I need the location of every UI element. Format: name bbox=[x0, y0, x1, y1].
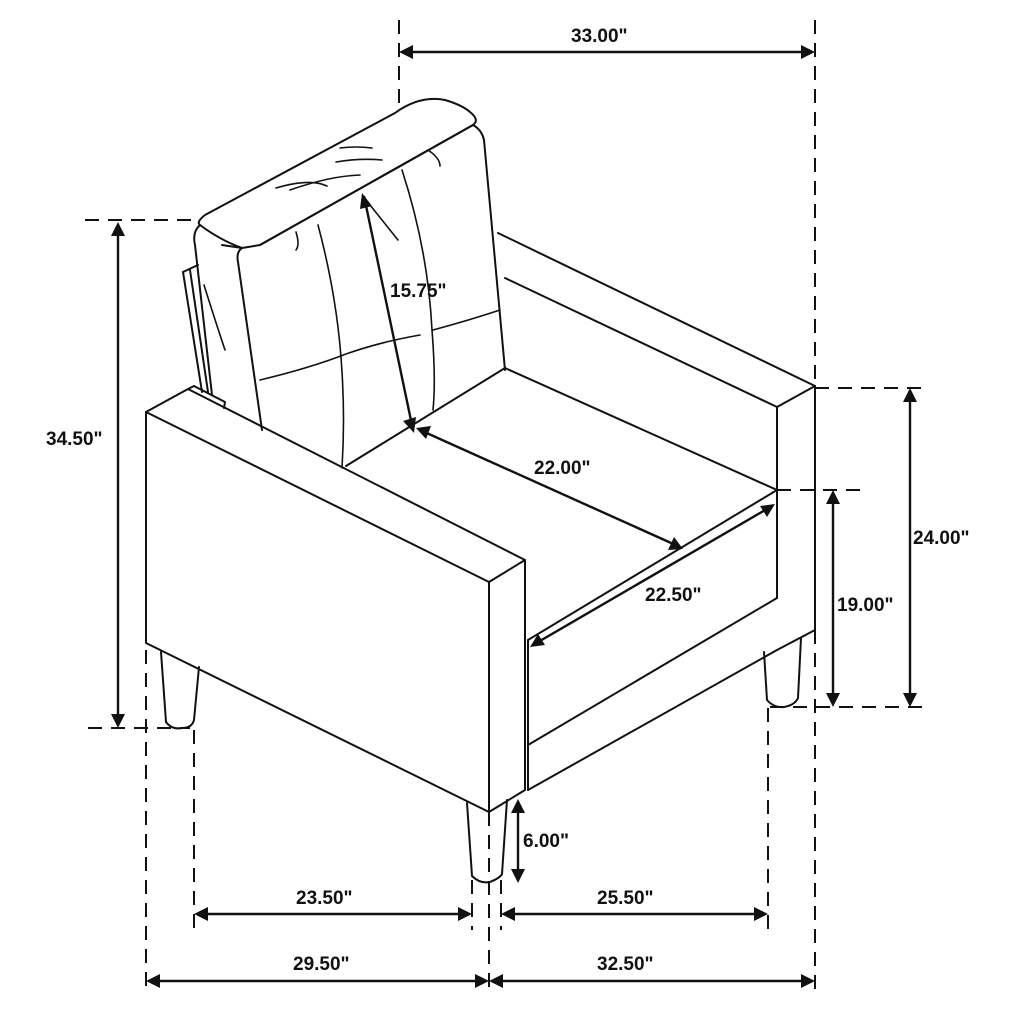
label-seat-depth: 22.00" bbox=[534, 458, 591, 479]
chair-left-arm bbox=[145, 385, 526, 813]
label-back-height: 15.75" bbox=[390, 281, 447, 302]
label-overall-width-front: 32.50" bbox=[597, 954, 654, 975]
dim-arm-height bbox=[903, 388, 917, 707]
chair-legs bbox=[160, 637, 802, 884]
label-inner-depth: 23.50" bbox=[296, 888, 353, 909]
label-seat-height: 19.00" bbox=[837, 595, 894, 616]
label-overall-depth: 29.50" bbox=[293, 954, 350, 975]
dim-seat-height bbox=[826, 490, 840, 707]
label-leg-height: 6.00" bbox=[523, 831, 569, 852]
dim-overall-height bbox=[111, 222, 125, 728]
dim-inner-depth bbox=[194, 907, 472, 921]
label-overall-width: 33.00" bbox=[571, 26, 628, 47]
dim-inner-width bbox=[501, 907, 768, 921]
extension-lines bbox=[85, 20, 925, 995]
dim-overall-depth bbox=[146, 974, 489, 988]
dim-leg-height bbox=[511, 799, 525, 883]
dim-overall-width-front bbox=[489, 974, 815, 988]
label-seat-width: 22.50" bbox=[645, 585, 702, 606]
label-inner-width: 25.50" bbox=[597, 888, 654, 909]
dim-back-height bbox=[360, 193, 416, 433]
dim-seat-width bbox=[530, 504, 775, 647]
chair-back-cushion bbox=[182, 97, 506, 469]
dim-seat-depth bbox=[416, 426, 683, 550]
label-arm-height: 24.00" bbox=[913, 528, 970, 549]
label-overall-height: 34.50" bbox=[46, 429, 103, 450]
dim-overall-width bbox=[399, 45, 815, 59]
